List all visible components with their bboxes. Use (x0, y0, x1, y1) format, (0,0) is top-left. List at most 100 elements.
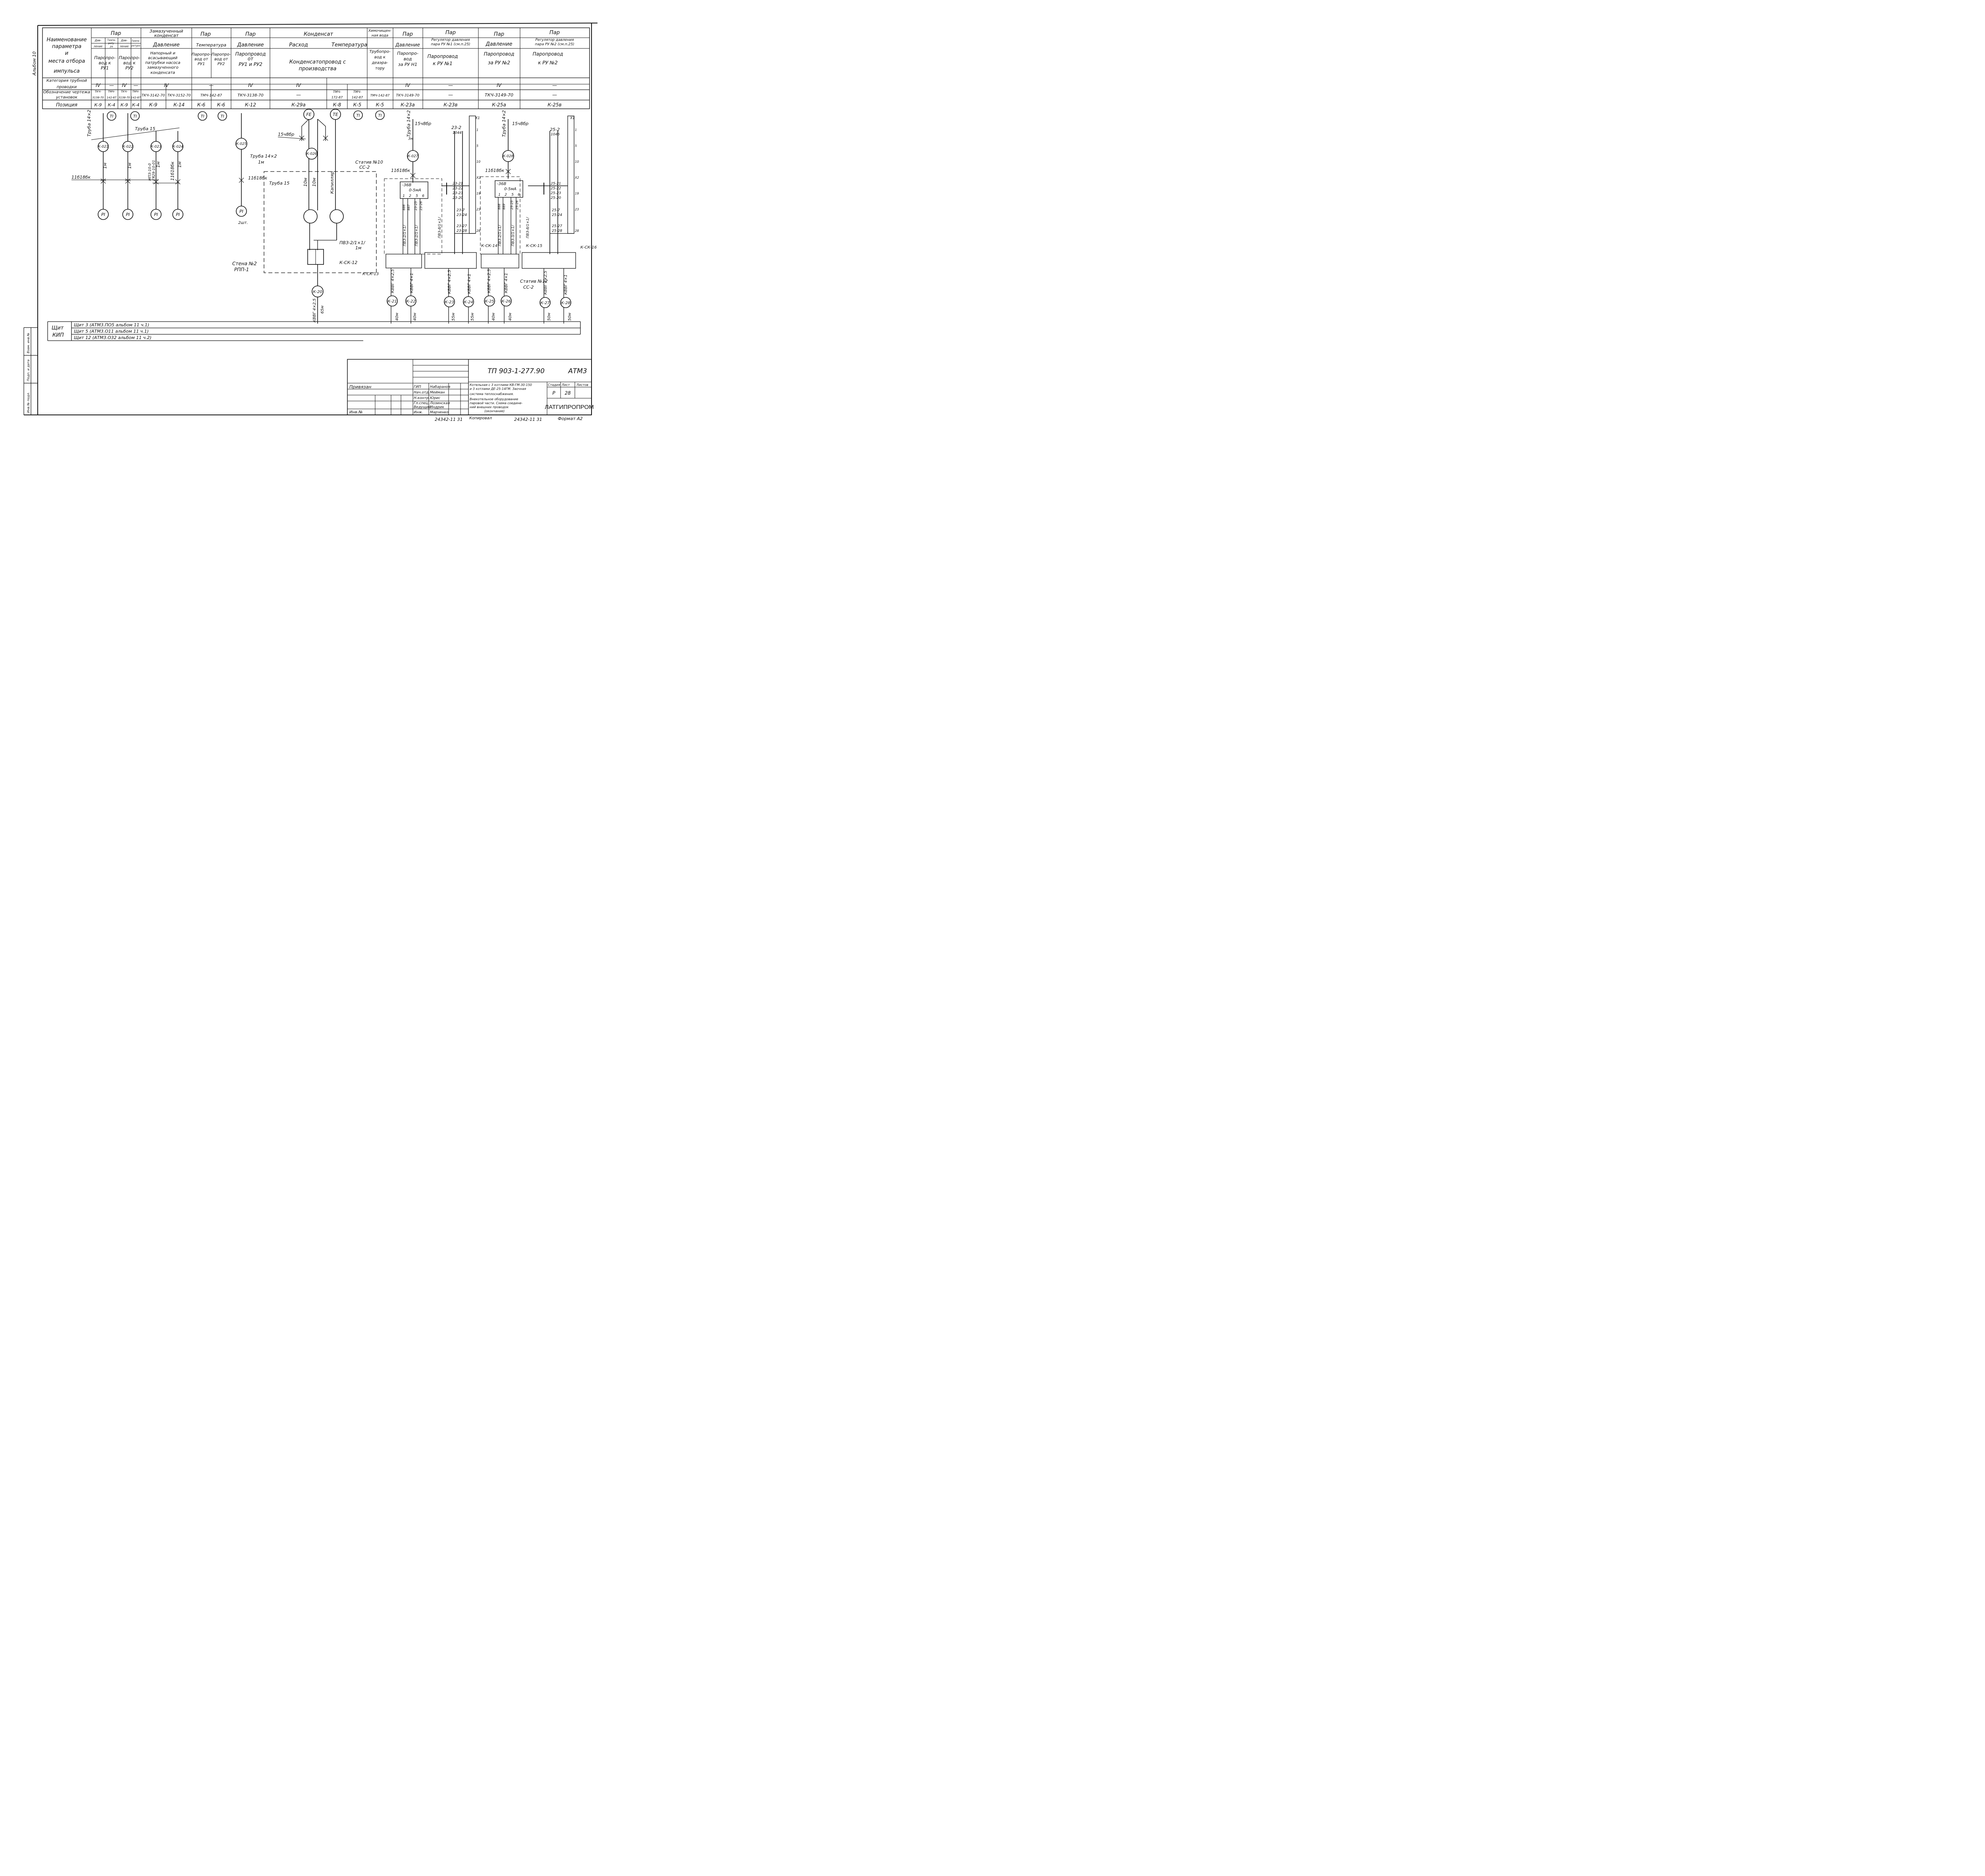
svg-text:Пар: Пар (111, 31, 121, 37)
svg-text:1044: 1044 (453, 131, 462, 135)
svg-text:Гл.спец.: Гл.спец. (414, 401, 429, 405)
svg-text:2: 2 (409, 194, 411, 198)
title-block (347, 359, 592, 415)
junction-box (122, 141, 133, 152)
svg-text:ПВЗ-8/1×1/: ПВЗ-8/1×1/ (526, 217, 530, 238)
svg-text:К-СК-15: К-СК-15 (526, 244, 542, 248)
svg-text:19: 19 (575, 192, 579, 195)
svg-text:пара РУ №2 (см.п.25): пара РУ №2 (см.п.25) (535, 42, 574, 46)
cable-node (463, 296, 474, 307)
svg-text:Щит: Щит (52, 325, 64, 331)
svg-text:IV: IV (122, 83, 127, 88)
svg-text:—: — (552, 83, 557, 88)
svg-text:Паропро-: Паропро- (119, 55, 140, 60)
svg-text:Х2: Х2 (476, 176, 481, 179)
svg-text:10: 10 (575, 160, 579, 164)
svg-text:Труба 15: Труба 15 (269, 181, 289, 186)
svg-text:3138-70: 3138-70 (92, 96, 104, 99)
svg-text:ПВЗ-2/1×1/: ПВЗ-2/1×1/ (415, 225, 419, 246)
svg-text:19: 19 (476, 192, 480, 195)
svg-text:IV: IV (405, 83, 410, 88)
svg-text:ПВЗ-2/1×1/: ПВЗ-2/1×1/ (498, 225, 502, 246)
svg-text:IV: IV (164, 83, 169, 88)
svg-text:Статив №10: Статив №10 (355, 160, 383, 165)
svg-text:ная вода: ная вода (372, 34, 388, 38)
svg-text:11б18бк: 11б18бк (71, 175, 91, 180)
svg-text:889: 889 (502, 204, 506, 210)
header-table (42, 27, 590, 109)
svg-text:0-5мА: 0-5мА (504, 187, 516, 191)
svg-text:1м: 1м (127, 163, 132, 169)
svg-text:Труба 14×2: Труба 14×2 (406, 110, 411, 137)
svg-text:1: 1 (476, 128, 478, 132)
svg-text:РУ1: РУ1 (101, 66, 109, 71)
svg-text:23: 23 (476, 208, 480, 211)
svg-text:Давление: Давление (485, 41, 512, 47)
svg-text:К-021: К-021 (98, 145, 109, 149)
svg-text:50м: 50м (547, 312, 551, 321)
svg-text:патрубки насоса: патрубки насоса (145, 60, 181, 65)
svg-text:К-026: К-026 (306, 152, 317, 156)
flow-transmitter (303, 209, 318, 224)
svg-text:К-6: К-6 (217, 102, 225, 108)
svg-text:25-7: 25-7 (552, 208, 560, 212)
svg-text:Щит 5 (АТМ3.О11 альбом 11 ч.1: Щит 5 (АТМ3.О11 альбом 11 ч.1) (74, 329, 149, 334)
svg-text:вод к: вод к (99, 60, 111, 66)
svg-text:23-21: 23-21 (453, 182, 463, 186)
svg-text:СС-2: СС-2 (523, 285, 534, 290)
svg-text:15ч8бр: 15ч8бр (278, 132, 294, 137)
svg-text:система теплоснабжения.: система теплоснабжения. (470, 392, 514, 396)
svg-text:23-28: 23-28 (457, 229, 467, 233)
te-element (330, 109, 341, 120)
svg-text:TI: TI (133, 114, 137, 119)
svg-text:25-24: 25-24 (552, 213, 562, 217)
svg-text:и: и (65, 50, 68, 56)
cable-node (560, 297, 571, 308)
drawing-sheet: Альбом 10 Инв.№ подл. Подп. и дата Взам.… (0, 0, 614, 439)
svg-text:FE: FE (306, 112, 311, 117)
svg-text:РУ1: РУ1 (198, 62, 205, 66)
svg-text:PI: PI (101, 212, 105, 217)
svg-text:55м: 55м (470, 312, 475, 321)
svg-text:КВВГ 4×2,5: КВВГ 4×2,5 (487, 269, 491, 293)
ti-gauge (218, 111, 227, 121)
sheet-code: АТМ3 (568, 367, 587, 375)
svg-text:ТКЧ-3149-70: ТКЧ-3149-70 (485, 93, 513, 98)
svg-text:1м: 1м (156, 162, 161, 168)
svg-text:Н.контр.: Н.контр. (414, 396, 430, 400)
svg-text:СС-2: СС-2 (359, 165, 370, 170)
svg-text:К-СК-13: К-СК-13 (362, 272, 379, 276)
svg-text:PI: PI (126, 212, 130, 217)
svg-text:888: 888 (497, 204, 501, 210)
svg-text:Щит 12 (АТМ3.О32 альбом 11 ч.2: Щит 12 (АТМ3.О32 альбом 11 ч.2) (74, 335, 152, 340)
svg-text:Мейман: Мейман (430, 391, 445, 395)
svg-text:23-26: 23-26 (419, 201, 423, 210)
svg-text:Трубопро-: Трубопро- (369, 49, 391, 54)
svg-text:К-14: К-14 (173, 102, 185, 108)
svg-text:К-4: К-4 (132, 102, 140, 108)
cable-node (312, 285, 324, 297)
svg-text:Привязан: Привязан (349, 384, 371, 389)
junction-box (172, 141, 183, 152)
svg-text:1м: 1м (355, 245, 361, 251)
ti-gauge (107, 111, 116, 121)
svg-text:—: — (448, 92, 453, 98)
ti-gauge (130, 111, 140, 121)
svg-text:Температура: Температура (331, 42, 367, 48)
svg-text:TI: TI (378, 114, 382, 118)
svg-text:конденсата: конденсата (150, 71, 175, 75)
svg-text:деаэра-: деаэра- (372, 61, 388, 65)
svg-text:Лозинская: Лозинская (430, 401, 450, 405)
svg-text:К-29а: К-29а (291, 102, 305, 108)
svg-text:КВВГ 4×1: КВВГ 4×1 (564, 274, 568, 295)
junction-box (150, 141, 162, 152)
svg-text:0-5мА: 0-5мА (409, 188, 421, 193)
svg-text:Расход: Расход (289, 42, 308, 48)
svg-text:К-022: К-022 (123, 145, 133, 149)
svg-text:К-20: К-20 (313, 290, 322, 294)
svg-text:172-87: 172-87 (331, 96, 343, 99)
svg-text:Труба 15: Труба 15 (135, 126, 155, 131)
svg-text:Х1: Х1 (475, 116, 480, 120)
svg-text:К-СК-12: К-СК-12 (339, 260, 357, 265)
svg-text:IV: IV (248, 83, 253, 88)
